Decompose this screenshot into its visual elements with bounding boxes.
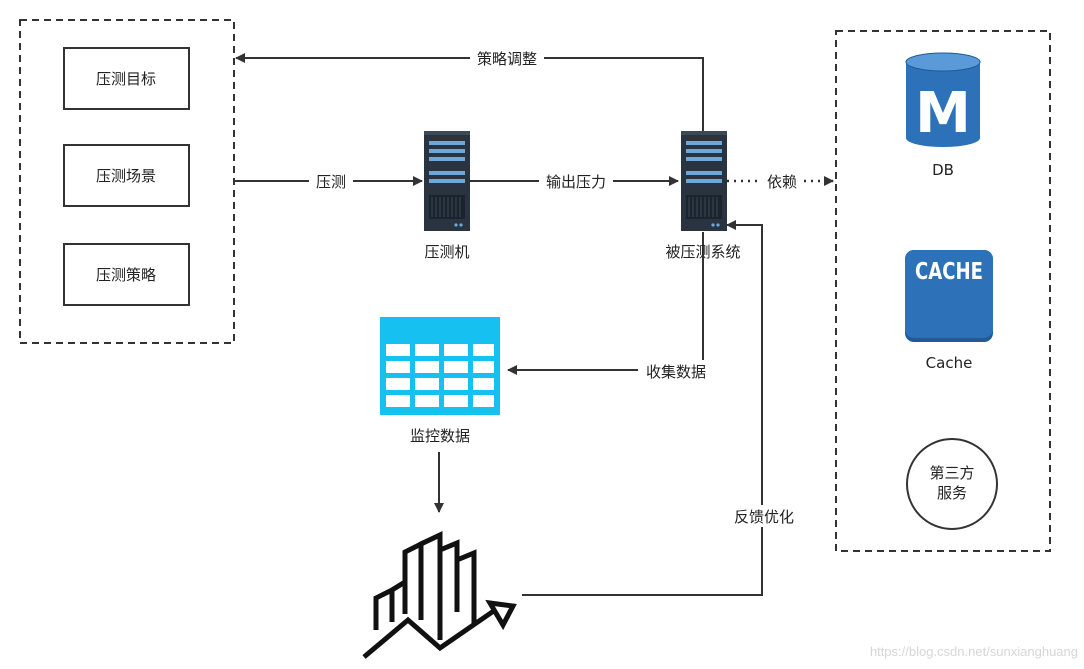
goal-box bbox=[63, 47, 190, 110]
right-panel: M DB CACHE Cache 第三方 服务 bbox=[835, 30, 1051, 552]
cache-label: Cache bbox=[926, 354, 973, 372]
strategy-label: 压测策略 bbox=[96, 266, 156, 284]
cache-icon: CACHE bbox=[905, 250, 993, 342]
right-panel-border bbox=[835, 30, 1051, 552]
left-panel: 压测目标 压测场景 压测策略 bbox=[19, 19, 235, 344]
third-party-circle bbox=[906, 438, 998, 530]
depend-label: 依赖 bbox=[767, 173, 797, 191]
strategy-box bbox=[63, 243, 190, 306]
target-system-label: 被压测系统 bbox=[665, 243, 740, 261]
feedback-optimize-label: 反馈优化 bbox=[734, 508, 794, 526]
strategy-adjust-label: 策略调整 bbox=[477, 50, 537, 68]
monitor-table-icon bbox=[380, 317, 500, 415]
press-machine-server-icon bbox=[424, 131, 470, 231]
output-pressure-label: 输出压力 bbox=[546, 173, 606, 191]
goal-label: 压测目标 bbox=[96, 70, 156, 88]
third-party-line2: 服务 bbox=[937, 484, 967, 502]
scenario-box bbox=[63, 144, 190, 207]
watermark-text: https://blog.csdn.net/sunxianghuang bbox=[870, 644, 1078, 659]
feedback-optimize-arrow bbox=[522, 220, 763, 596]
edge-labels: 策略调整 压测 输出压力 依赖 收集数据 反馈优化 bbox=[309, 47, 802, 527]
db-label: DB bbox=[932, 161, 954, 179]
cache-glyph: CACHE bbox=[915, 259, 983, 285]
scenario-label: 压测场景 bbox=[96, 167, 156, 185]
press-machine-label: 压测机 bbox=[424, 243, 469, 261]
growth-chart-icon bbox=[362, 531, 517, 659]
third-party-line1: 第三方 bbox=[929, 464, 974, 482]
target-system-server-icon bbox=[681, 131, 727, 231]
database-icon: M bbox=[905, 52, 981, 147]
collect-data-label: 收集数据 bbox=[646, 363, 706, 381]
press-label: 压测 bbox=[316, 173, 346, 191]
strategy-adjust-arrow bbox=[235, 53, 704, 132]
monitor-data-label: 监控数据 bbox=[410, 427, 470, 445]
db-glyph: M bbox=[915, 81, 971, 146]
